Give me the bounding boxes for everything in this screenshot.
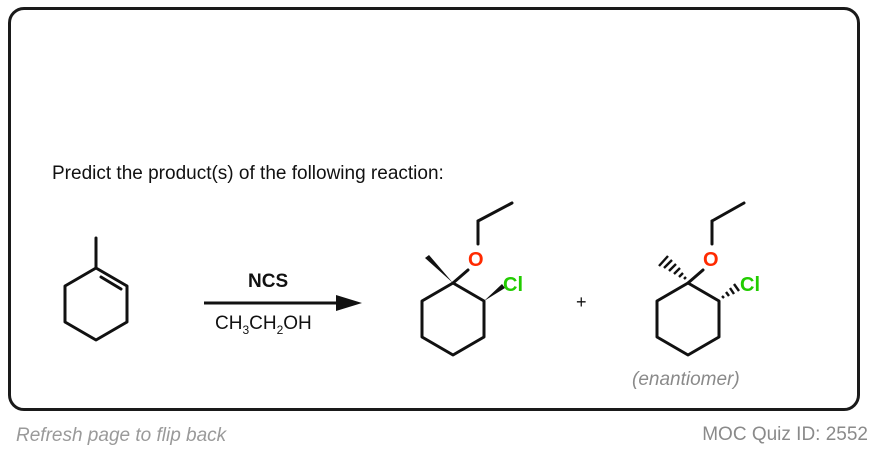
flip-back-hint: Refresh page to flip back <box>16 425 227 446</box>
enantiomer-label: (enantiomer) <box>632 369 740 390</box>
question-text: Predict the product(s) of the following … <box>52 163 444 184</box>
oxygen-atom: O <box>468 249 484 271</box>
starting-material-methylcyclohexene <box>63 236 129 342</box>
chlorine-atom: Cl <box>740 274 760 296</box>
reaction-arrow <box>204 295 362 311</box>
reagent-label: NCS <box>248 271 289 292</box>
plus-sign: + <box>576 292 587 312</box>
chlorine-wedge-bond <box>484 284 505 301</box>
product-structure: O Cl <box>420 201 523 357</box>
enantiomer-structure: O Cl <box>655 201 760 357</box>
methyl-wedge-bond <box>425 255 453 283</box>
solvent-label: CH3CH2OH <box>215 313 312 337</box>
chlorine-atom: Cl <box>503 274 523 296</box>
quiz-id: MOC Quiz ID: 2552 <box>702 424 868 445</box>
methyl-hashed-bond <box>658 255 687 280</box>
oxygen-atom: O <box>703 249 719 271</box>
chlorine-hashed-bond <box>721 283 740 299</box>
